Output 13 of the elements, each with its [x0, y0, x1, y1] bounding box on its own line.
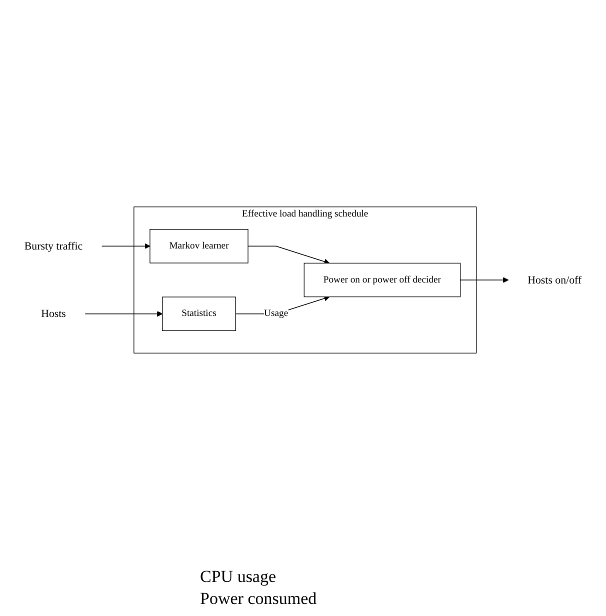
- node-box: Markov learner: [150, 229, 248, 264]
- node-text: Bursty traffic: [24, 240, 83, 252]
- node-text: Hosts: [41, 308, 66, 320]
- arrow: [84, 311, 163, 317]
- note-text: CPU usage: [200, 566, 276, 588]
- edge-label: Usage: [264, 308, 288, 319]
- arrow: [460, 277, 509, 283]
- node-text: Hosts on/off: [528, 274, 582, 286]
- arrow: [248, 246, 330, 264]
- arrow: [101, 243, 150, 249]
- note-text: Power consumed: [200, 588, 317, 610]
- node-box: Power on or power off decider: [304, 262, 461, 298]
- node-box: Statistics: [162, 296, 236, 331]
